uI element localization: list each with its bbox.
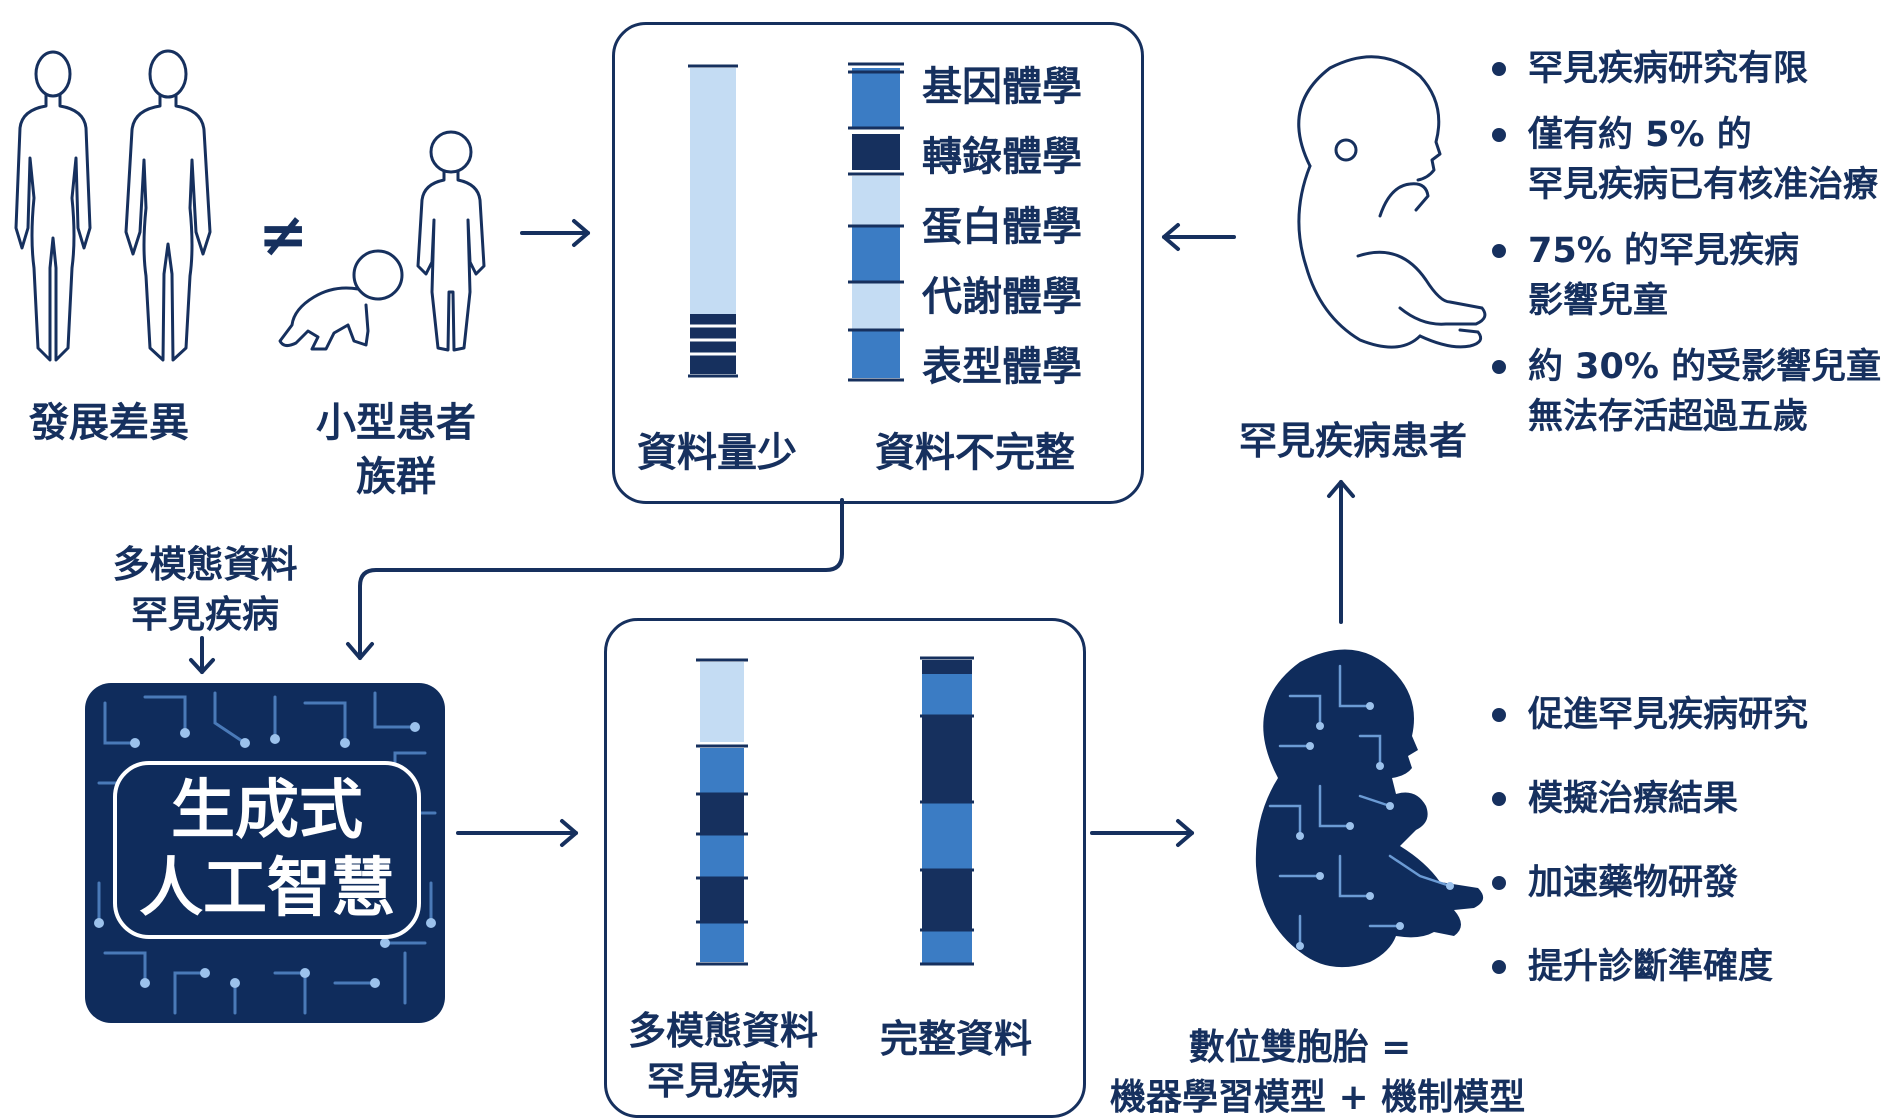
arrow-left-icon [1162, 223, 1236, 251]
fetus-icon [1297, 55, 1487, 349]
arrow-right-icon [456, 819, 578, 847]
small-population-label-line1: 小型患者 [316, 400, 476, 446]
digital-twin-label-line2: 機器學習模型 + 機制模型 [1110, 1077, 1526, 1118]
small-population-label-line2: 族群 [356, 454, 436, 500]
fact-item: 75% 的罕見疾病影響兒童 [1490, 226, 1881, 326]
arrow-up-icon [1327, 480, 1355, 624]
generative-ai-block: 生成式 人工智慧 [85, 683, 445, 1023]
omics-label: 蛋白體學 [922, 204, 1082, 250]
generative-ai-title: 生成式 人工智慧 [113, 761, 421, 939]
omics-label: 代謝體學 [922, 274, 1082, 320]
adult-figure-icon [124, 49, 212, 362]
digital-twin-fetus-icon [1255, 649, 1484, 968]
arrow-right-icon [520, 219, 590, 247]
rare-disease-facts-list: 罕見疾病研究有限 僅有約 5% 的罕見疾病已有核准治療 75% 的罕見疾病影響兒… [1490, 44, 1881, 458]
multimodal-output-label-line2: 罕見疾病 [646, 1059, 799, 1103]
complete-data-panel [604, 618, 1086, 1118]
small-data-bar [688, 64, 738, 378]
developmental-differences-label: 發展差異 [29, 400, 189, 446]
fact-item: 約 30% 的受影響兒童無法存活超過五歲 [1490, 342, 1881, 442]
limited-data-label: 資料量少 [637, 430, 797, 476]
not-equal-sign: ≠ [258, 200, 309, 270]
fact-item: 罕見疾病研究有限 [1490, 44, 1881, 94]
benefit-item: 提升診斷準確度 [1490, 942, 1808, 992]
connector-arrow-icon [346, 498, 844, 660]
fact-item: 僅有約 5% 的罕見疾病已有核准治療 [1490, 110, 1881, 210]
arrow-right-icon [1090, 819, 1194, 847]
benefit-item: 模擬治療結果 [1490, 774, 1808, 824]
multimodal-output-label-line1: 多模態資料 [627, 1009, 818, 1053]
complete-data-bar [920, 656, 974, 966]
omics-label: 表型體學 [922, 344, 1082, 390]
arrow-down-icon [189, 636, 215, 674]
rare-disease-patient-label: 罕見疾病患者 [1238, 419, 1467, 463]
multimodal-data-bar [696, 658, 748, 966]
multimodal-input-label-line1: 多模態資料 [112, 543, 298, 586]
omics-label: 基因體學 [922, 64, 1082, 110]
digital-twin-label-line1: 數位雙胞胎 = [1188, 1027, 1412, 1068]
adult-figure-icon [14, 50, 92, 362]
omics-label: 轉錄體學 [922, 134, 1082, 180]
child-figure-icon [416, 130, 486, 352]
ai-title-line1: 生成式 [171, 774, 363, 848]
digital-twin-benefits-list: 促進罕見疾病研究 模擬治療結果 加速藥物研發 提升診斷準確度 [1490, 690, 1808, 1008]
incomplete-data-bar [848, 62, 904, 382]
benefit-item: 加速藥物研發 [1490, 858, 1808, 908]
complete-data-label: 完整資料 [879, 1017, 1032, 1061]
incomplete-data-label: 資料不完整 [875, 430, 1075, 476]
benefit-item: 促進罕見疾病研究 [1490, 690, 1808, 740]
multimodal-input-label-line2: 罕見疾病 [131, 593, 279, 636]
ai-title-line2: 人工智慧 [139, 852, 395, 926]
crawling-baby-icon [278, 249, 404, 351]
